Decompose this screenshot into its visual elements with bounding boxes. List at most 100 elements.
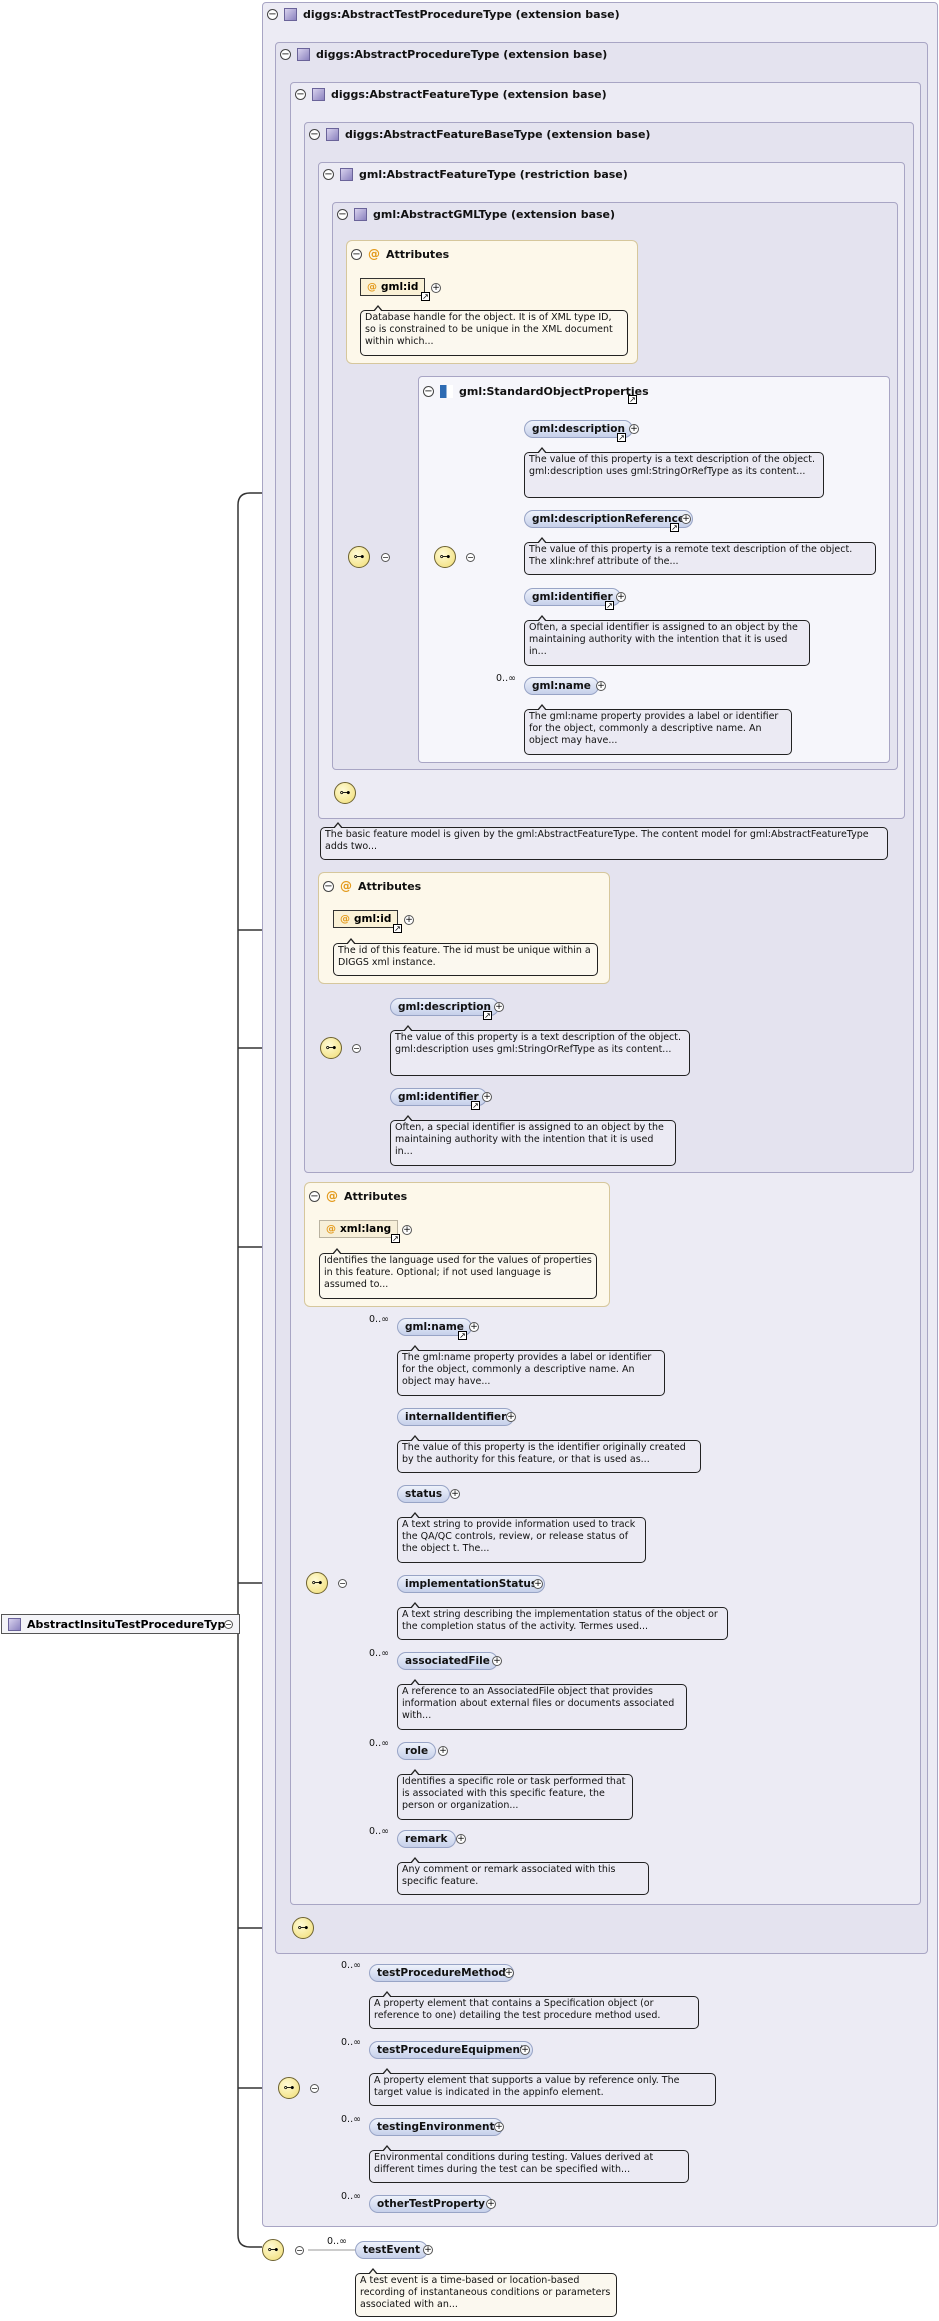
collapse-icon[interactable]: − [309,1190,320,1202]
expand-icon[interactable]: + [494,2122,504,2132]
expand-icon[interactable]: + [486,2199,496,2209]
attribute-name: gml:id [354,913,392,925]
sequence-icon[interactable]: ⊶ [348,546,370,568]
collapse-icon[interactable]: − [423,386,434,397]
expand-icon[interactable]: + [492,1656,502,1666]
element-gml-description-reference[interactable]: gml:descriptionReference [524,510,693,528]
multiplicity-label: 0..∞ [341,2037,361,2048]
element-description: The gml:name property provides a label o… [524,704,792,755]
sequence-icon[interactable]: ⊶ [320,1037,342,1059]
expand-icon[interactable]: + [596,681,606,691]
element-testing-environment[interactable]: testingEnvironment [369,2118,503,2136]
element-gml-identifier[interactable]: gml:identifier [390,1088,487,1106]
collapse-icon[interactable]: − [280,49,291,60]
expand-icon[interactable]: + [520,2045,530,2055]
attribute-description: Database handle for the object. It is of… [360,305,628,356]
reference-arrow-icon: ↗ [393,924,402,933]
element-role[interactable]: role [397,1742,437,1760]
collapse-icon[interactable]: − [351,248,362,260]
element-remark[interactable]: remark [397,1830,456,1848]
expand-icon[interactable]: + [494,1002,504,1012]
collapse-icon[interactable]: − [323,880,334,892]
attribute-description: The id of this feature. The id must be u… [333,938,598,976]
collapse-icon[interactable]: − [310,2084,319,2093]
type-label: gml:AbstractGMLType (extension base) [373,208,616,221]
expand-icon[interactable]: + [456,1834,466,1844]
expand-icon[interactable]: + [423,2245,433,2255]
attribute-name: xml:lang [340,1223,392,1235]
expand-icon[interactable]: + [504,1968,514,1978]
expand-icon[interactable]: + [469,1322,479,1332]
collapse-icon[interactable]: − [337,209,348,220]
sequence-icon[interactable]: ⊶ [292,1917,314,1939]
collapse-icon[interactable]: − [224,1620,233,1629]
expand-icon[interactable]: + [438,1746,448,1756]
element-description: A text string to provide information use… [397,1512,646,1563]
collapse-icon[interactable]: − [381,553,390,562]
element-status[interactable]: status [397,1485,451,1503]
attribute-icon: @ [326,1189,338,1203]
sequence-icon[interactable]: ⊶ [262,2239,284,2261]
collapse-icon[interactable]: − [267,9,278,20]
attributes-label: Attributes [358,879,422,893]
attribute-icon: @ [340,879,352,893]
multiplicity-label: 0..∞ [369,1826,389,1837]
reference-arrow-icon: ↗ [483,1011,492,1020]
element-associated-file[interactable]: associatedFile [397,1652,498,1670]
element-description: The value of this property is a text des… [390,1025,690,1076]
collapse-icon[interactable]: − [338,1579,347,1588]
attributes-header: − @ Attributes [323,879,421,893]
expand-icon[interactable]: + [506,1412,516,1422]
reference-arrow-icon: ↗ [421,292,430,301]
complex-type-icon [326,128,339,141]
expand-icon[interactable]: + [404,915,414,925]
multiplicity-label: 0..∞ [496,673,516,684]
attribute-gml-id[interactable]: @ gml:id [333,910,399,928]
sequence-icon[interactable]: ⊶ [278,2077,300,2099]
attribute-xml-lang[interactable]: @ xml:lang [319,1220,399,1238]
group-icon [440,385,453,398]
expand-icon[interactable]: + [482,1092,492,1102]
collapse-icon[interactable]: − [295,89,306,100]
element-gml-name[interactable]: gml:name [524,677,599,695]
expand-icon[interactable]: + [629,424,639,434]
element-description: The gml:name property provides a label o… [397,1345,665,1396]
element-gml-identifier[interactable]: gml:identifier [524,588,621,606]
expand-icon[interactable]: + [450,1489,460,1499]
multiplicity-label: 0..∞ [369,1648,389,1659]
element-implementation-status[interactable]: implementationStatus [397,1575,546,1593]
attribute-icon: @ [340,913,350,925]
sequence-icon[interactable]: ⊶ [306,1572,328,1594]
element-description: A property element that contains a Speci… [369,1991,699,2029]
attribute-gml-id[interactable]: @ gml:id [360,278,426,296]
sequence-icon[interactable]: ⊶ [334,782,356,804]
attribute-icon: @ [367,281,377,293]
element-test-event[interactable]: testEvent [355,2241,429,2259]
collapse-icon[interactable]: − [323,169,334,180]
collapse-icon[interactable]: − [466,553,475,562]
group-name: gml:StandardObjectProperties [459,385,649,398]
collapse-icon[interactable]: − [295,2246,304,2255]
element-gml-name[interactable]: gml:name [397,1318,472,1336]
root-complex-type[interactable]: AbstractInsituTestProcedureType [1,1614,240,1634]
element-description: Any comment or remark associated with th… [397,1857,649,1895]
element-test-procedure-method[interactable]: testProcedureMethod [369,1964,514,1982]
element-test-procedure-equipment[interactable]: testProcedureEquipment [369,2041,533,2059]
type-label: diggs:AbstractProcedureType (extension b… [316,48,608,61]
complex-type-icon [8,1617,21,1631]
expand-icon[interactable]: + [533,1579,543,1589]
expand-icon[interactable]: + [431,283,441,293]
expand-icon[interactable]: + [402,1225,412,1235]
collapse-icon[interactable]: − [352,1044,361,1053]
attributes-header: − @ Attributes [351,247,449,261]
multiplicity-label: 0..∞ [327,2236,347,2247]
expand-icon[interactable]: + [681,514,691,524]
sequence-icon[interactable]: ⊶ [434,546,456,568]
attributes-label: Attributes [386,247,450,261]
element-description: Environmental conditions during testing.… [369,2145,689,2183]
element-internal-identifier[interactable]: internalIdentifier [397,1408,515,1426]
collapse-icon[interactable]: − [309,129,320,140]
element-other-test-property[interactable]: otherTestProperty [369,2195,493,2213]
expand-icon[interactable]: + [616,592,626,602]
element-description: A test event is a time-based or location… [355,2268,617,2317]
